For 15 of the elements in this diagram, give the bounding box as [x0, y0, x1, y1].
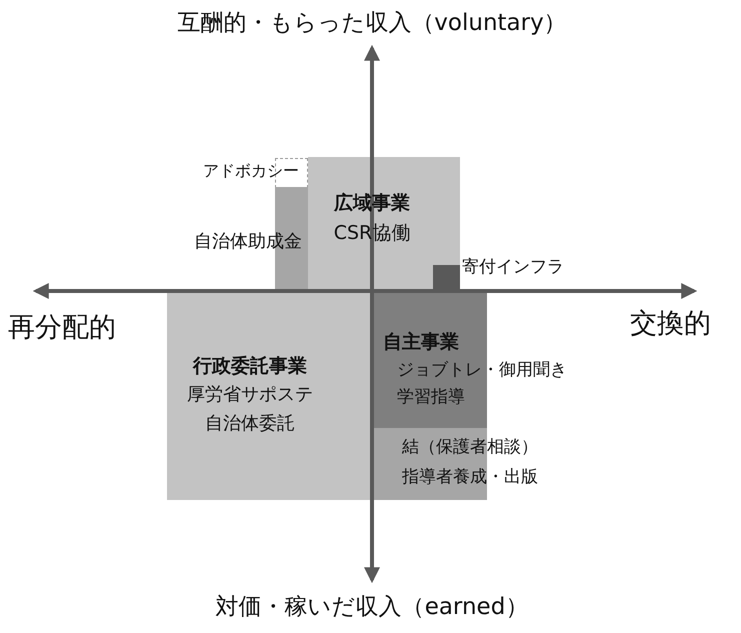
box-text: ジョブトレ・御用聞き	[397, 360, 567, 380]
box-text: 自治体委託	[205, 414, 295, 435]
axis-label: 対価・稼いだ収入（earned）	[216, 594, 528, 621]
side-label: 寄付インフラ	[462, 258, 564, 278]
box-heading: 行政委託事業	[193, 356, 307, 378]
axis-label: 交換的	[630, 308, 711, 339]
axis-label: 再分配的	[8, 312, 116, 343]
box-text: 結（保護者相談）	[402, 438, 538, 458]
side-label: 自治体助成金	[194, 232, 302, 253]
axis-label: 互酬的・もらった収入（voluntary）	[177, 10, 567, 37]
side-label: アドボカシー	[203, 162, 299, 181]
box-text: 指導者養成・出版	[402, 468, 538, 488]
box-text: 厚労省サポステ	[187, 385, 313, 406]
box-heading: 自主事業	[383, 332, 459, 354]
box-text: 学習指導	[397, 388, 465, 408]
